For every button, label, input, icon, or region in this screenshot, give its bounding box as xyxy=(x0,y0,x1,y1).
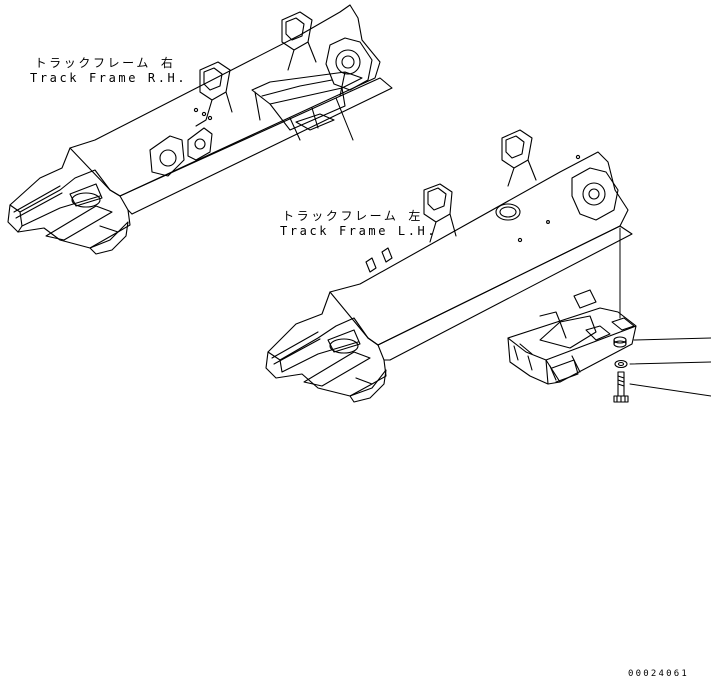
bolt-washer xyxy=(614,337,628,402)
track-frame-rh xyxy=(8,5,392,254)
track-frame-lh xyxy=(266,130,632,402)
drawing-number: 00024061 xyxy=(628,669,689,679)
label-track-frame-lh-jp: トラックフレーム 左 xyxy=(282,209,423,223)
label-track-frame-rh-en: Track Frame R.H. xyxy=(30,71,188,85)
label-track-frame-lh-en: Track Frame L.H. xyxy=(280,224,438,238)
label-track-frame-rh: トラックフレーム 右 Track Frame R.H. xyxy=(30,56,188,86)
guard-assembly xyxy=(508,290,636,384)
label-track-frame-rh-jp: トラックフレーム 右 xyxy=(34,56,176,70)
label-track-frame-lh: トラックフレーム 左 Track Frame L.H. xyxy=(280,209,438,239)
leader-lines xyxy=(630,338,711,396)
